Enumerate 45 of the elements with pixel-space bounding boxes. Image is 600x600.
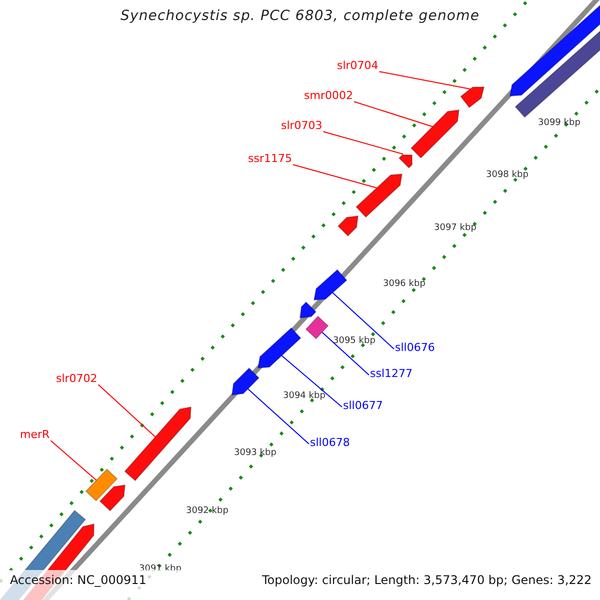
gene-block	[305, 316, 329, 340]
gene-block	[85, 468, 118, 502]
gene-label: smr0002	[304, 90, 353, 103]
scale-label: 3091 kbp	[139, 564, 182, 574]
leader-line	[354, 101, 434, 128]
leader-line	[378, 71, 471, 90]
leader-line	[292, 164, 378, 188]
gene-label: slr0703	[281, 120, 322, 133]
gene-feature	[337, 215, 359, 237]
gene-feature	[313, 269, 348, 301]
leader-line	[98, 384, 156, 438]
gene-feature	[460, 86, 485, 108]
gene-feature	[257, 327, 302, 369]
gene-label: sll0678	[310, 437, 350, 450]
gene-feature	[299, 301, 317, 319]
scale-label: 3099 kbp	[538, 118, 580, 128]
map-title: Synechocystis sp. PCC 6803, complete genome	[119, 8, 481, 24]
gene-feature	[231, 367, 260, 396]
gene-feature	[410, 109, 460, 159]
scale-label: 3092 kbp	[186, 506, 228, 516]
gene-label: ssl1277	[370, 368, 413, 381]
leader-line	[50, 440, 97, 481]
scale-label: 3094 kbp	[283, 391, 326, 402]
gene-label: ssr1175	[248, 153, 292, 166]
leader-line	[281, 355, 342, 408]
leader-line	[322, 131, 404, 155]
leader-line	[322, 332, 370, 376]
scale-label: 3097 kbp	[434, 223, 476, 234]
genome-info-text: Accession: NC_000911	[10, 574, 146, 588]
gene-feature	[124, 406, 192, 482]
genome-info-text: Topology: circular; Length: 3,573,470 bp; Genes: 3,222	[262, 574, 592, 588]
leader-line	[332, 292, 394, 350]
scale-label: 3095 kbp	[333, 336, 376, 346]
scale-label: 3098 kbp	[486, 170, 528, 180]
gene-label: merR	[20, 429, 50, 442]
gene-label: sll0677	[343, 400, 383, 413]
gene-feature	[398, 154, 413, 169]
gene-label: sll0676	[395, 342, 435, 355]
gene-feature	[99, 484, 126, 512]
leader-line	[247, 388, 310, 444]
gene-label: slr0704	[337, 60, 378, 73]
scale-label: 3093 kbp	[234, 448, 276, 458]
gene-feature	[356, 173, 403, 218]
gene-label: slr0702	[56, 373, 98, 386]
scale-label: 3096 kbp	[383, 279, 426, 290]
